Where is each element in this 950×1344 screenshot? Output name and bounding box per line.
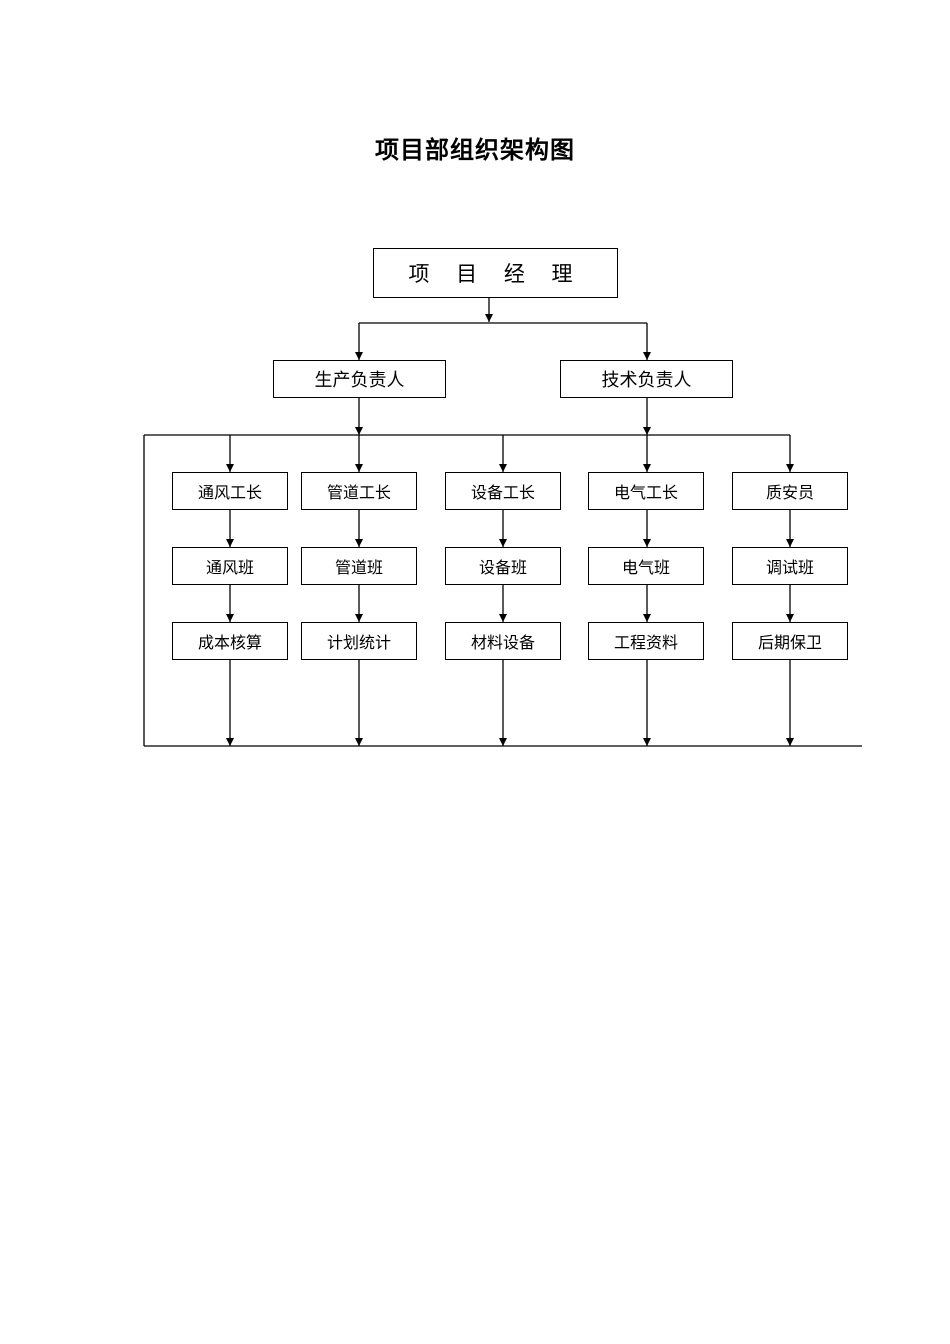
node-later-security: 后期保卫: [732, 622, 848, 660]
node-project-manager: 项 目 经 理: [373, 248, 618, 298]
node-electrical-team: 电气班: [588, 547, 704, 585]
node-ventilation-foreman: 通风工长: [172, 472, 288, 510]
node-piping-team: 管道班: [301, 547, 417, 585]
node-cost-accounting: 成本核算: [172, 622, 288, 660]
page-title: 项目部组织架构图: [375, 136, 575, 164]
node-planning-statistics: 计划统计: [301, 622, 417, 660]
node-piping-foreman: 管道工长: [301, 472, 417, 510]
node-commissioning-team: 调试班: [732, 547, 848, 585]
node-equipment-foreman: 设备工长: [445, 472, 561, 510]
node-electrical-foreman: 电气工长: [588, 472, 704, 510]
node-project-documents: 工程资料: [588, 622, 704, 660]
node-equipment-team: 设备班: [445, 547, 561, 585]
node-technical-lead: 技术负责人: [560, 360, 733, 398]
node-ventilation-team: 通风班: [172, 547, 288, 585]
node-quality-safety-officer: 质安员: [732, 472, 848, 510]
node-materials-equipment: 材料设备: [445, 622, 561, 660]
node-production-lead: 生产负责人: [273, 360, 446, 398]
